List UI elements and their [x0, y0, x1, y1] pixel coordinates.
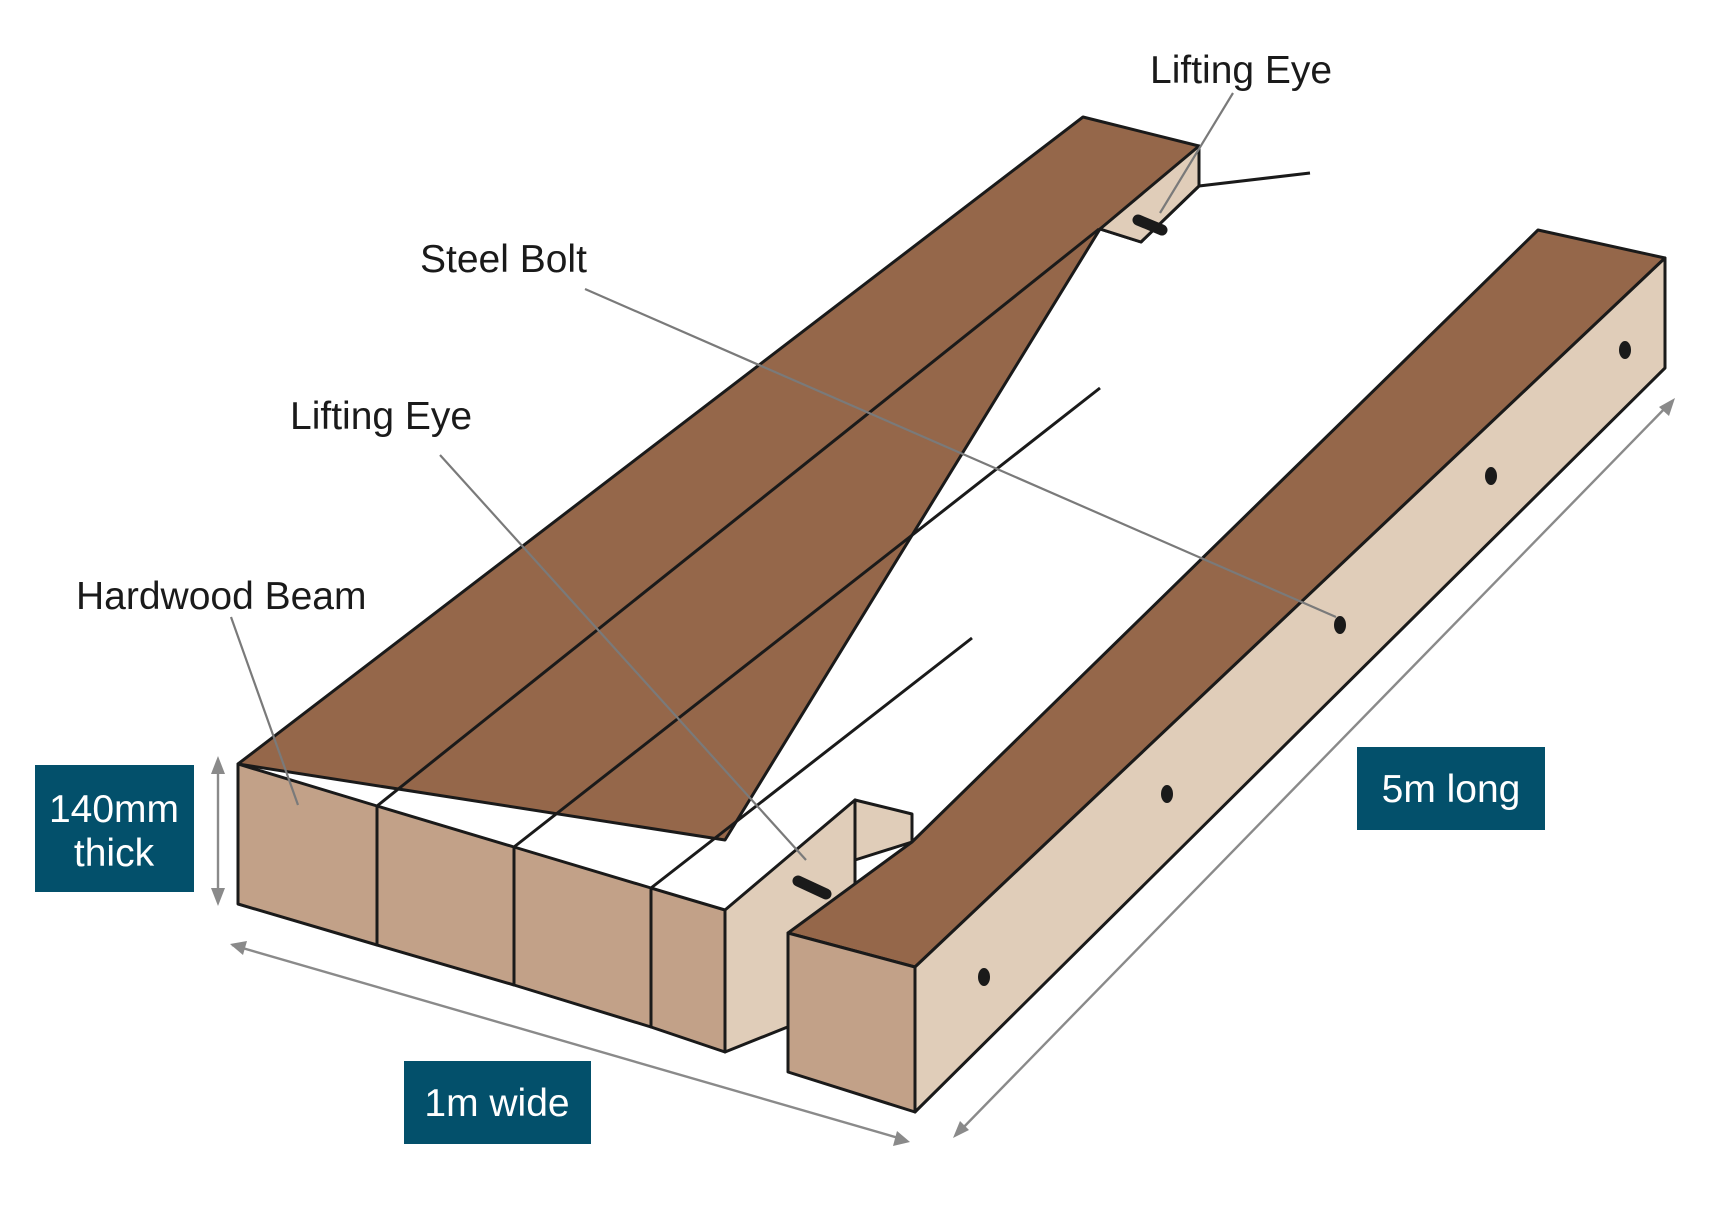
badge-length-text: 5m long [1382, 768, 1521, 811]
dim-length-arrow-top [1659, 398, 1675, 416]
right-beam-side [913, 256, 1667, 1114]
badge-length: 5m long [1357, 747, 1545, 830]
badge-width-text: 1m wide [424, 1082, 569, 1125]
beam-seam-4 [1198, 171, 1311, 188]
dim-length-line [957, 402, 1671, 1134]
beam-seam-1 [376, 227, 1100, 808]
bolt-hole-1 [978, 968, 990, 986]
beam-seam-2 [513, 386, 1101, 849]
label-lifting-eye-front: Lifting Eye [290, 395, 472, 438]
dim-width-line [231, 943, 903, 1141]
label-hardwood-beam: Hardwood Beam [76, 575, 366, 618]
leader-steel-bolt [584, 287, 1337, 619]
front-lifting-eye-bolt [792, 875, 832, 900]
dim-length-arrow-bottom [953, 1121, 969, 1138]
bolt-hole-4 [1485, 467, 1497, 485]
dim-thickness-arrow-top [211, 756, 225, 774]
rear-lifting-eye-bolt [1132, 214, 1168, 236]
badge-thickness-line2: thick [74, 832, 155, 875]
badge-width: 1m wide [404, 1061, 591, 1144]
label-lifting-eye-top: Lifting Eye [1150, 49, 1332, 92]
beam-end-1 [236, 762, 379, 947]
label-steel-bolt: Steel Bolt [420, 238, 587, 281]
leader-lifting-eye-top [1159, 92, 1234, 214]
badge-thickness: 140mm thick [35, 765, 194, 892]
beam-seam-3 [650, 636, 973, 890]
bolt-hole-2 [1161, 785, 1173, 803]
dim-width-arrow-right [893, 1131, 910, 1146]
bolt-hole-3 [1334, 616, 1346, 634]
badge-thickness-line1: 140mm [49, 788, 179, 831]
dim-thickness-arrow-bottom [211, 888, 225, 906]
leader-hardwood-beam [229, 616, 300, 806]
bolt-hole-5 [1619, 341, 1631, 359]
dim-width-arrow-left [230, 941, 247, 955]
beam-end-2 [375, 804, 516, 987]
leader-lifting-eye-front [439, 454, 807, 861]
beam-end-4 [649, 886, 727, 1054]
beam-end-3 [512, 845, 653, 1029]
